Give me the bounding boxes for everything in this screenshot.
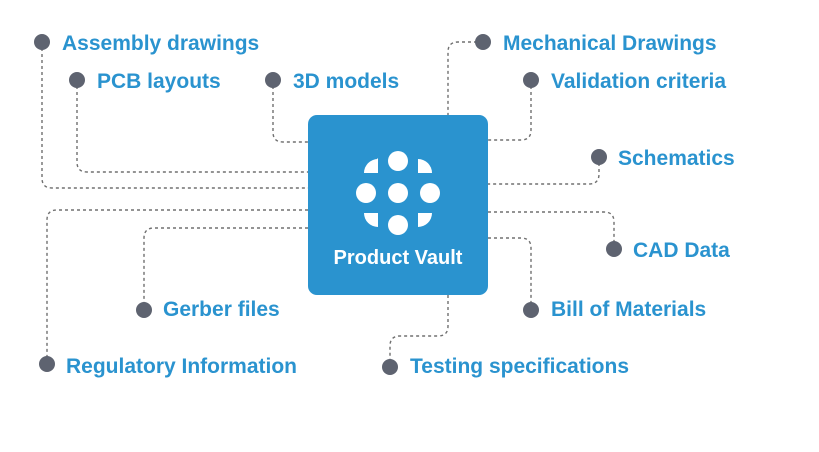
connector-assembly-drawings xyxy=(41,42,308,189)
connector-cad-data xyxy=(488,211,615,249)
node-dot xyxy=(136,302,152,318)
node-regulatory-information[interactable]: Regulatory Information xyxy=(66,355,298,378)
node-dot xyxy=(475,34,491,50)
node-assembly-drawings[interactable]: Assembly drawings xyxy=(62,32,260,55)
node-dot xyxy=(591,149,607,165)
node-mechanical-drawings[interactable]: Mechanical Drawings xyxy=(503,32,717,55)
node-dot xyxy=(265,72,281,88)
node-testing-specifications[interactable]: Testing specifications xyxy=(410,355,629,378)
node-bill-of-materials[interactable]: Bill of Materials xyxy=(551,298,707,321)
node-dot xyxy=(606,241,622,257)
node-dot xyxy=(34,34,50,50)
product-vault-hub[interactable] xyxy=(308,115,488,295)
connector-3d-models xyxy=(272,80,308,143)
grid-of-circles-icon xyxy=(356,151,440,235)
connector-mechanical-drawings xyxy=(447,41,483,115)
node-dot xyxy=(523,302,539,318)
node-dot xyxy=(382,359,398,375)
node-dot xyxy=(39,356,55,372)
node-validation-criteria[interactable]: Validation criteria xyxy=(551,70,727,93)
connector-regulatory-information xyxy=(46,209,308,364)
connector-pcb-layouts xyxy=(76,80,308,173)
node-dot xyxy=(69,72,85,88)
connector-gerber-files xyxy=(143,227,308,310)
node-dot xyxy=(523,72,539,88)
connector-bill-of-materials xyxy=(488,237,532,310)
node-schematics[interactable]: Schematics xyxy=(618,147,735,170)
node-pcb-layouts[interactable]: PCB layouts xyxy=(97,70,221,93)
node-gerber-files[interactable]: Gerber files xyxy=(163,298,280,321)
connector-schematics xyxy=(488,157,600,185)
connector-testing-specifications xyxy=(389,295,449,367)
node-3d-models[interactable]: 3D models xyxy=(293,70,400,93)
hub-title: Product Vault xyxy=(333,247,463,269)
node-cad-data[interactable]: CAD Data xyxy=(633,239,730,262)
connector-validation-criteria xyxy=(488,80,532,141)
